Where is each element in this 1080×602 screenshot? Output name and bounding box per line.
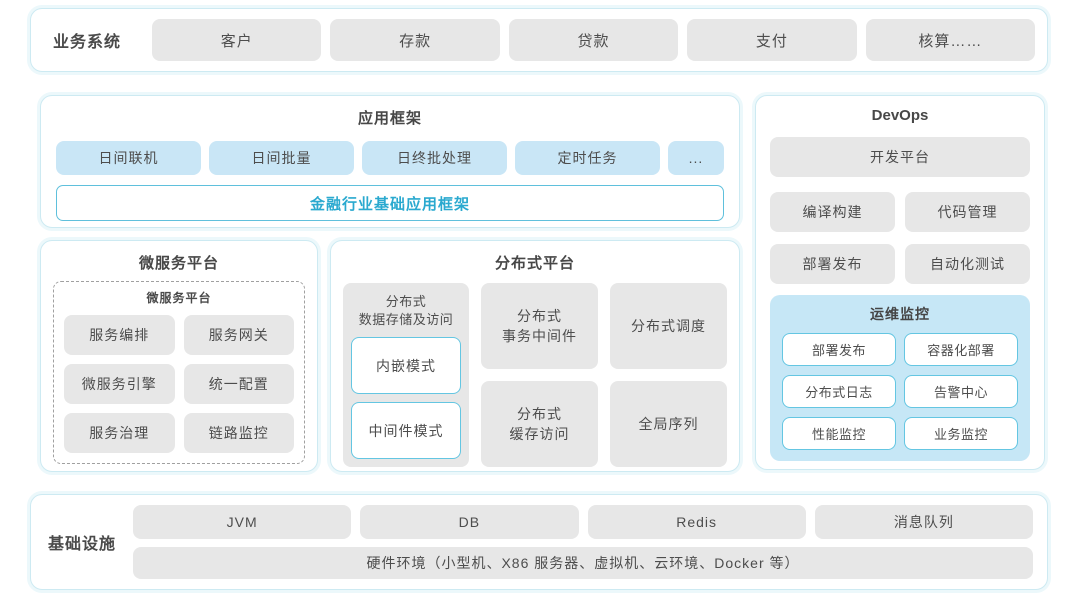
business-system-payment: 支付 (687, 19, 857, 61)
distributed-platform-panel: 分布式平台 分布式 数据存储及访问 内嵌模式 中间件模式 分布式 事务中间件 分… (330, 240, 740, 472)
tool-build: 编译构建 (770, 192, 895, 232)
tool-auto-test: 自动化测试 (905, 244, 1030, 284)
business-system-accounting: 核算…… (865, 19, 1036, 61)
infra-redis: Redis (587, 505, 806, 539)
infrastructure-label: 基础设施 (47, 536, 116, 553)
storage-modes: 内嵌模式 中间件模式 (351, 337, 461, 459)
microservice-inner-title: 微服务平台 (146, 291, 212, 305)
devops-panel: DevOps 开发平台 编译构建 代码管理 部署发布 自动化测试 运维监控 部署… (755, 95, 1045, 470)
monitor-alert-center: 告警中心 (904, 375, 1018, 408)
module-eod-batch: 日终批处理 (362, 141, 507, 175)
service-orchestration: 服务编排 (64, 315, 175, 355)
ops-monitoring-items: 部署发布 容器化部署 分布式日志 告警中心 性能监控 业务监控 (782, 333, 1018, 450)
business-systems-panel: 业务系统 客户 存款 贷款 支付 核算…… (30, 8, 1048, 72)
data-storage-access-box: 分布式 数据存储及访问 内嵌模式 中间件模式 (343, 283, 469, 467)
business-system-customer: 客户 (152, 19, 322, 61)
infrastructure-row: JVM DB Redis 消息队列 (133, 505, 1033, 539)
monitor-business: 业务监控 (904, 417, 1018, 450)
storage-label-line2: 数据存储及访问 (358, 311, 454, 327)
microservice-items: 服务编排 服务网关 微服务引擎 统一配置 服务治理 链路监控 (64, 315, 294, 453)
hardware-environment: 硬件环境（小型机、X86 服务器、虚拟机、云环境、Docker 等） (133, 547, 1033, 579)
monitor-performance: 性能监控 (782, 417, 896, 450)
distributed-platform-body: 分布式 数据存储及访问 内嵌模式 中间件模式 分布式 事务中间件 分布式 缓存访… (343, 283, 727, 467)
middleware-mode: 中间件模式 (351, 402, 461, 459)
service-governance: 服务治理 (64, 413, 175, 453)
cache-access-line1: 分布式 (517, 405, 562, 422)
infra-message-queue: 消息队列 (814, 505, 1033, 539)
tx-middleware-line2: 事务中间件 (502, 328, 577, 344)
module-more: ... (668, 141, 724, 175)
module-scheduled-task: 定时任务 (515, 141, 660, 175)
monitor-distributed-log: 分布式日志 (782, 375, 896, 408)
app-framework-title: 应用框架 (357, 110, 422, 127)
cache-access-line2: 缓存访问 (509, 426, 570, 442)
microservice-platform-panel: 微服务平台 微服务平台 服务编排 服务网关 微服务引擎 统一配置 服务治理 链路… (40, 240, 318, 472)
unified-config: 统一配置 (183, 364, 294, 404)
global-sequence: 全局序列 (610, 381, 727, 467)
app-framework-panel: 应用框架 日间联机 日间批量 日终批处理 定时任务 ... 金融行业基础应用框架 (40, 95, 740, 228)
infra-db: DB (360, 505, 579, 539)
business-system-loan: 贷款 (508, 19, 679, 61)
distributed-middle-column: 分布式 事务中间件 分布式 缓存访问 (481, 283, 598, 467)
ops-monitoring-title: 运维监控 (870, 306, 930, 322)
base-framework-strip: 金融行业基础应用框架 (56, 185, 724, 221)
infra-jvm: JVM (133, 505, 352, 539)
microservice-inner-box: 微服务平台 服务编排 服务网关 微服务引擎 统一配置 服务治理 链路监控 (53, 281, 305, 464)
trace-monitoring: 链路监控 (183, 413, 294, 453)
cache-access: 分布式 缓存访问 (481, 381, 598, 467)
module-daytime-online: 日间联机 (56, 141, 201, 175)
distributed-right-column: 分布式调度 全局序列 (610, 283, 727, 467)
distributed-scheduling: 分布式调度 (610, 283, 727, 369)
microservice-platform-title: 微服务平台 (138, 255, 219, 272)
infrastructure-items: JVM DB Redis 消息队列 硬件环境（小型机、X86 服务器、虚拟机、云… (133, 505, 1047, 579)
tx-middleware-line1: 分布式 (517, 307, 562, 324)
business-systems-label: 业务系统 (52, 34, 121, 51)
service-gateway: 服务网关 (183, 315, 294, 355)
dev-platform-chip: 开发平台 (770, 137, 1030, 177)
distributed-platform-title: 分布式平台 (494, 255, 575, 272)
storage-label-line1: 分布式 (385, 294, 427, 309)
ops-monitoring-panel: 运维监控 部署发布 容器化部署 分布式日志 告警中心 性能监控 业务监控 (770, 295, 1030, 461)
devops-tools: 编译构建 代码管理 部署发布 自动化测试 (770, 192, 1030, 284)
embedded-mode: 内嵌模式 (351, 337, 461, 395)
tool-deploy-release: 部署发布 (770, 244, 895, 284)
tx-middleware: 分布式 事务中间件 (481, 283, 598, 369)
data-storage-access-label: 分布式 数据存储及访问 (351, 293, 461, 328)
infrastructure-panel: 基础设施 JVM DB Redis 消息队列 硬件环境（小型机、X86 服务器、… (30, 494, 1048, 590)
microservice-engine: 微服务引擎 (64, 364, 175, 404)
tool-code-management: 代码管理 (905, 192, 1030, 232)
devops-title: DevOps (871, 107, 929, 124)
monitor-containerized-deploy: 容器化部署 (904, 333, 1018, 366)
module-daytime-batch: 日间批量 (209, 141, 354, 175)
app-framework-modules: 日间联机 日间批量 日终批处理 定时任务 ... (56, 141, 724, 175)
monitor-deploy-release: 部署发布 (782, 333, 896, 366)
business-system-deposit: 存款 (330, 19, 500, 61)
